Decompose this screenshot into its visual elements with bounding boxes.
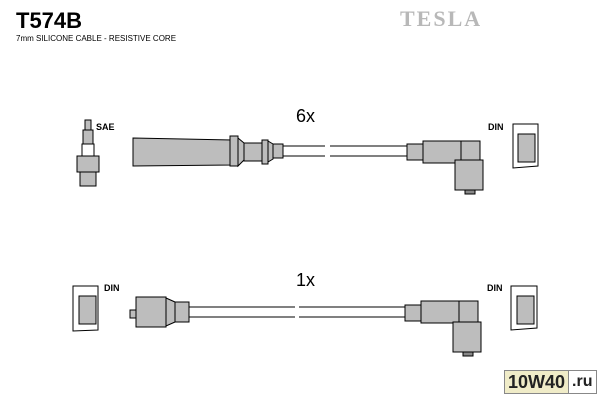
cable-2-right-label: DIN — [487, 283, 503, 293]
cable-2-quantity: 1x — [296, 270, 316, 290]
watermark-main: 10W40 — [505, 371, 569, 393]
cable-2-left-din-terminal-icon — [72, 285, 99, 332]
cable-2-left-label: DIN — [104, 283, 120, 293]
cable-1-wire — [283, 145, 420, 157]
part-number: T574B — [16, 8, 83, 33]
cable-1-angled-boot — [406, 140, 484, 195]
brand-logo: TESLA — [400, 6, 483, 31]
cable-2-right-din-terminal-icon — [510, 285, 538, 331]
watermark-suffix: .ru — [568, 371, 596, 393]
spark-plug-icon — [76, 119, 100, 187]
cable-1-din-terminal-icon — [512, 123, 539, 169]
cable-1-quantity: 6x — [296, 106, 316, 126]
cable-2-wire — [189, 306, 405, 318]
cable-2-angled-boot — [404, 300, 482, 357]
watermark-badge: 10W40 .ru — [504, 370, 597, 394]
cable-1-left-label: SAE — [96, 122, 115, 132]
cable-1-right-label: DIN — [488, 122, 504, 132]
cable-2-straight-boot — [129, 296, 190, 328]
subtitle: 7mm SILICONE CABLE - RESISTIVE CORE — [16, 34, 177, 43]
cable-1-straight-boot — [132, 135, 284, 168]
